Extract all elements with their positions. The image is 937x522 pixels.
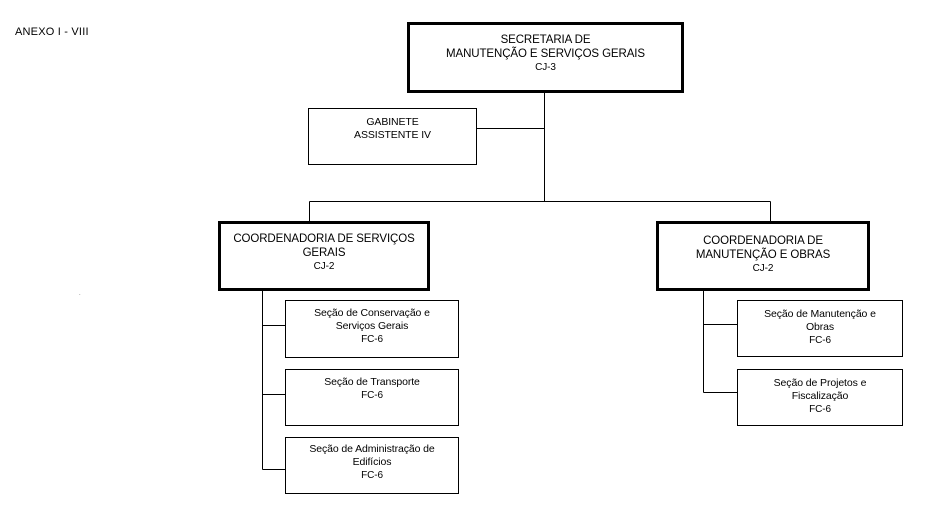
coord-manutencao-subtitle: MANUTENÇÃO E OBRAS xyxy=(695,249,831,261)
section-title: Seção de Administração de xyxy=(309,443,435,455)
secretaria-code: CJ-3 xyxy=(535,62,556,73)
coord-servicos-code: CJ-2 xyxy=(313,261,335,272)
section-manutencao-obras-box: Seção de Manutenção e Obras FC-6 xyxy=(737,300,903,357)
gabinete-subtitle: ASSISTENTE IV xyxy=(354,129,431,141)
section-administracao-box: Seção de Administração de Edifícios FC-6 xyxy=(285,437,459,494)
section-code: FC-6 xyxy=(809,404,831,415)
section-code: FC-6 xyxy=(809,335,831,346)
section-subtitle: Obras xyxy=(805,321,835,333)
gabinete-title: GABINETE xyxy=(366,116,419,128)
section-subtitle: Serviços Gerais xyxy=(335,320,409,332)
section-conservacao-box: Seção de Conservação e Serviços Gerais F… xyxy=(285,300,459,358)
coord-servicos-subtitle: GERAIS xyxy=(302,247,346,259)
coord-manutencao-code: CJ-2 xyxy=(752,263,774,274)
section-subtitle: Fiscalização xyxy=(791,390,849,402)
section-code: FC-6 xyxy=(361,390,383,401)
coord-servicos-box: COORDENADORIA DE SERVIÇOS GERAIS CJ-2 xyxy=(218,221,430,291)
secretaria-subtitle: MANUTENÇÃO E SERVIÇOS GERAIS xyxy=(446,48,645,60)
secretaria-title: SECRETARIA DE xyxy=(500,34,591,46)
section-title: Seção de Manutenção e xyxy=(764,308,876,320)
gabinete-box: GABINETE ASSISTENTE IV xyxy=(308,108,477,165)
stray-dot: . xyxy=(79,291,81,297)
annex-label: ANEXO I - VIII xyxy=(15,26,89,38)
section-transporte-box: Seção de Transporte FC-6 xyxy=(285,369,459,426)
coord-servicos-title: COORDENADORIA DE SERVIÇOS xyxy=(233,233,415,245)
coord-manutencao-box: COORDENADORIA DE MANUTENÇÃO E OBRAS CJ-2 xyxy=(656,221,870,291)
section-title: Seção de Conservação e xyxy=(314,307,430,319)
section-projetos-box: Seção de Projetos e Fiscalização FC-6 xyxy=(737,369,903,426)
section-subtitle: Edifícios xyxy=(352,456,392,468)
section-title: Seção de Projetos e xyxy=(773,377,867,389)
section-code: FC-6 xyxy=(361,334,383,345)
coord-manutencao-title: COORDENADORIA DE xyxy=(703,235,823,247)
section-code: FC-6 xyxy=(361,470,383,481)
secretaria-box: SECRETARIA DE MANUTENÇÃO E SERVIÇOS GERA… xyxy=(407,22,684,93)
section-title: Seção de Transporte xyxy=(324,376,420,388)
